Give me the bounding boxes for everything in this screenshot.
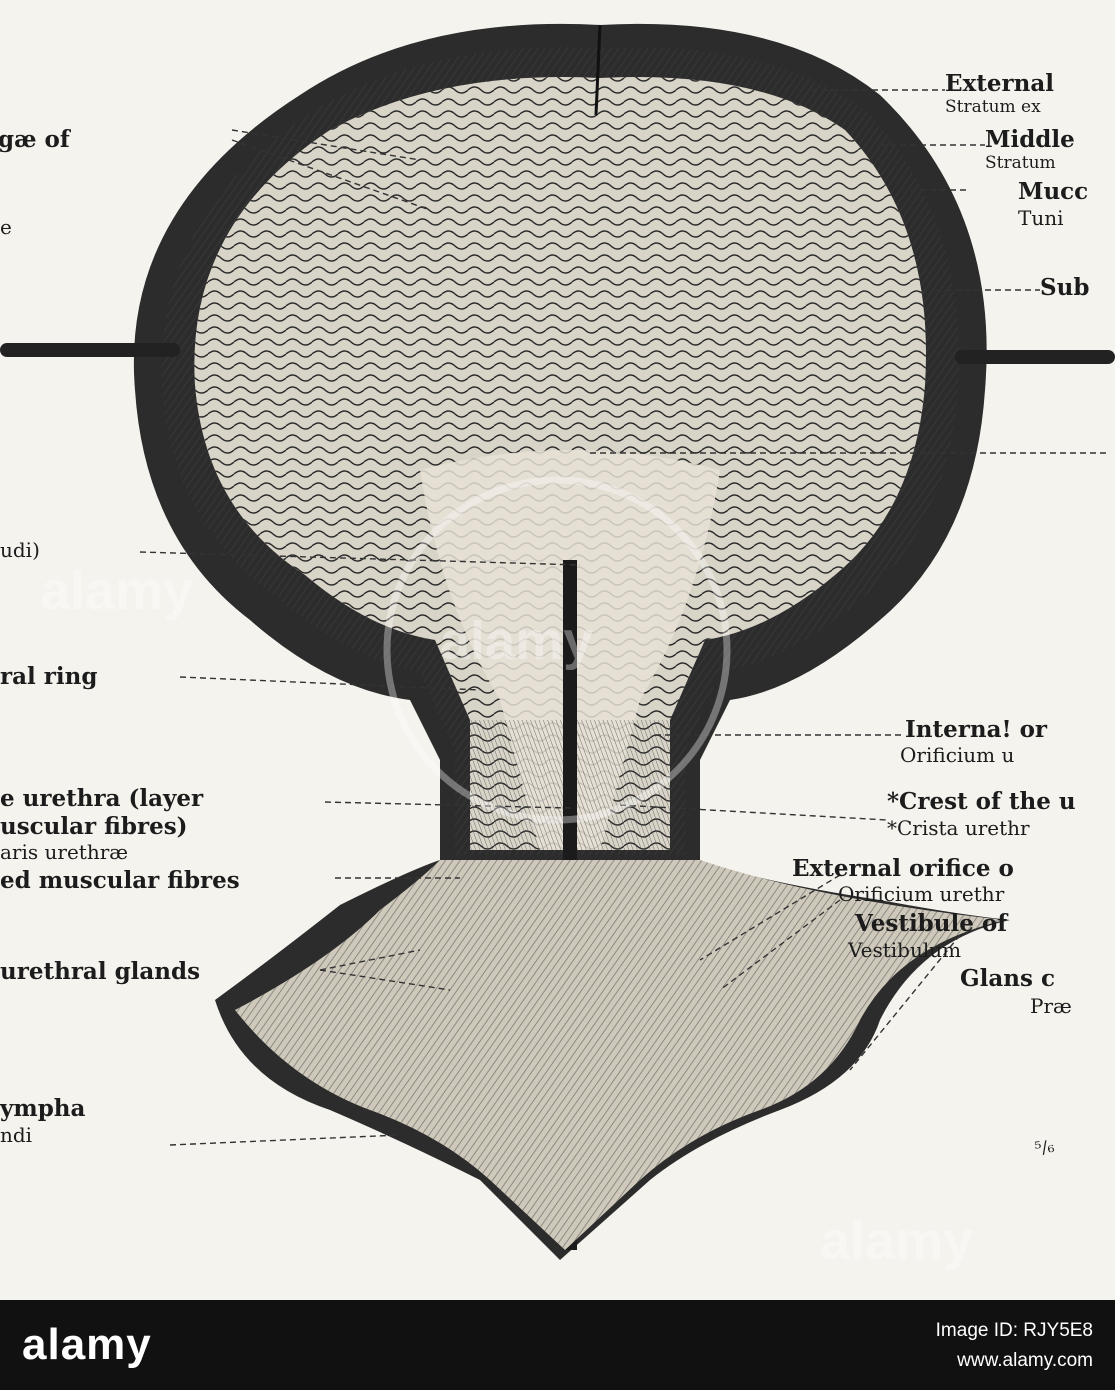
label-prae: Præ <box>1030 994 1072 1018</box>
label-stratum-ex: Stratum ex <box>945 97 1041 117</box>
label-crista: *Crista urethr <box>887 816 1030 840</box>
bladder-illustration <box>0 23 1115 1260</box>
label-orificium-urethr: Orificium urethr <box>838 882 1005 906</box>
label-internal-orifice: Interna! or <box>905 716 1048 743</box>
label-tuni: Tuni <box>1018 206 1064 230</box>
watermark-center: alamy <box>440 611 594 671</box>
stock-footer-bar: alamy Image ID: RJY5E8 www.alamy.com <box>0 1300 1115 1390</box>
image-id: Image ID: RJY5E8 <box>935 1320 1093 1341</box>
label-udi: udi) <box>0 538 40 562</box>
label-vestibule: Vestibule of <box>855 910 1008 937</box>
label-ndi: ndi <box>0 1123 33 1147</box>
label-orificium-u: Orificium u <box>900 743 1015 767</box>
left-retractor-rod <box>0 343 180 357</box>
label-ympha: ympha <box>0 1095 86 1122</box>
watermark-bottom-right: alamy <box>820 1211 974 1271</box>
site-url: www.alamy.com <box>957 1350 1093 1371</box>
scale-note: ⁵/₆ <box>1033 1136 1056 1160</box>
label-external: External <box>945 70 1054 97</box>
label-urethral-glands: urethral glands <box>0 958 201 985</box>
label-external-orifice: External orifice o <box>792 855 1014 882</box>
label-rugae: gæ of <box>0 126 70 153</box>
label-crest: *Crest of the u <box>887 788 1076 815</box>
label-ral-ring: ral ring <box>0 663 98 690</box>
label-vestibulum: Vestibulum <box>848 938 962 962</box>
label-e-fragment: e <box>0 215 12 239</box>
anatomical-plate: External Stratum ex Middle Stratum Mucc … <box>0 23 1115 1271</box>
label-glans: Glans c <box>960 965 1055 992</box>
label-sub: Sub <box>1040 274 1090 301</box>
right-retractor-rod <box>955 350 1115 364</box>
label-urethra-layer: e urethra (layer <box>0 785 204 812</box>
alamy-logo: alamy <box>22 1320 152 1369</box>
label-muscular-fibres: uscular fibres) <box>0 813 188 840</box>
label-aris-urethrae: aris urethræ <box>0 840 129 864</box>
label-ed-muscular-fibres: ed muscular fibres <box>0 867 240 894</box>
label-middle: Middle <box>985 126 1075 153</box>
label-mucc: Mucc <box>1018 178 1089 205</box>
watermark-left: alamy <box>40 561 194 621</box>
label-stratum: Stratum <box>985 153 1056 173</box>
